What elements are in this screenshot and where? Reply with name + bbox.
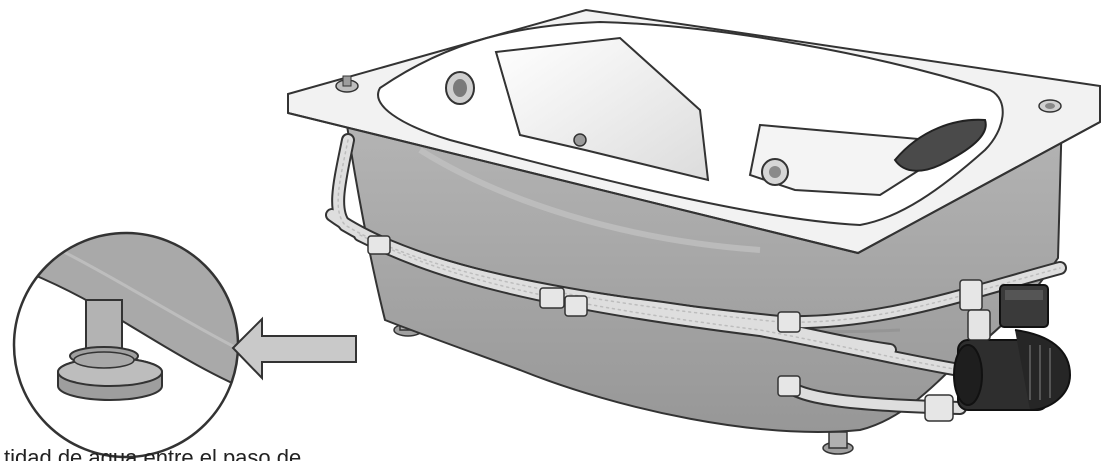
bathtub <box>287 8 1101 455</box>
hose-fittings <box>367 235 983 422</box>
support-foot <box>57 299 163 401</box>
support-foot-detail <box>12 231 240 459</box>
arrow-left-icon <box>231 316 357 381</box>
caption-text: tidad de agua entre el paso de <box>4 445 302 461</box>
massage-jets <box>445 71 789 186</box>
headrest-pillow <box>893 118 987 172</box>
hydromassage-pump <box>953 284 1072 411</box>
rim-controls <box>335 75 1062 113</box>
